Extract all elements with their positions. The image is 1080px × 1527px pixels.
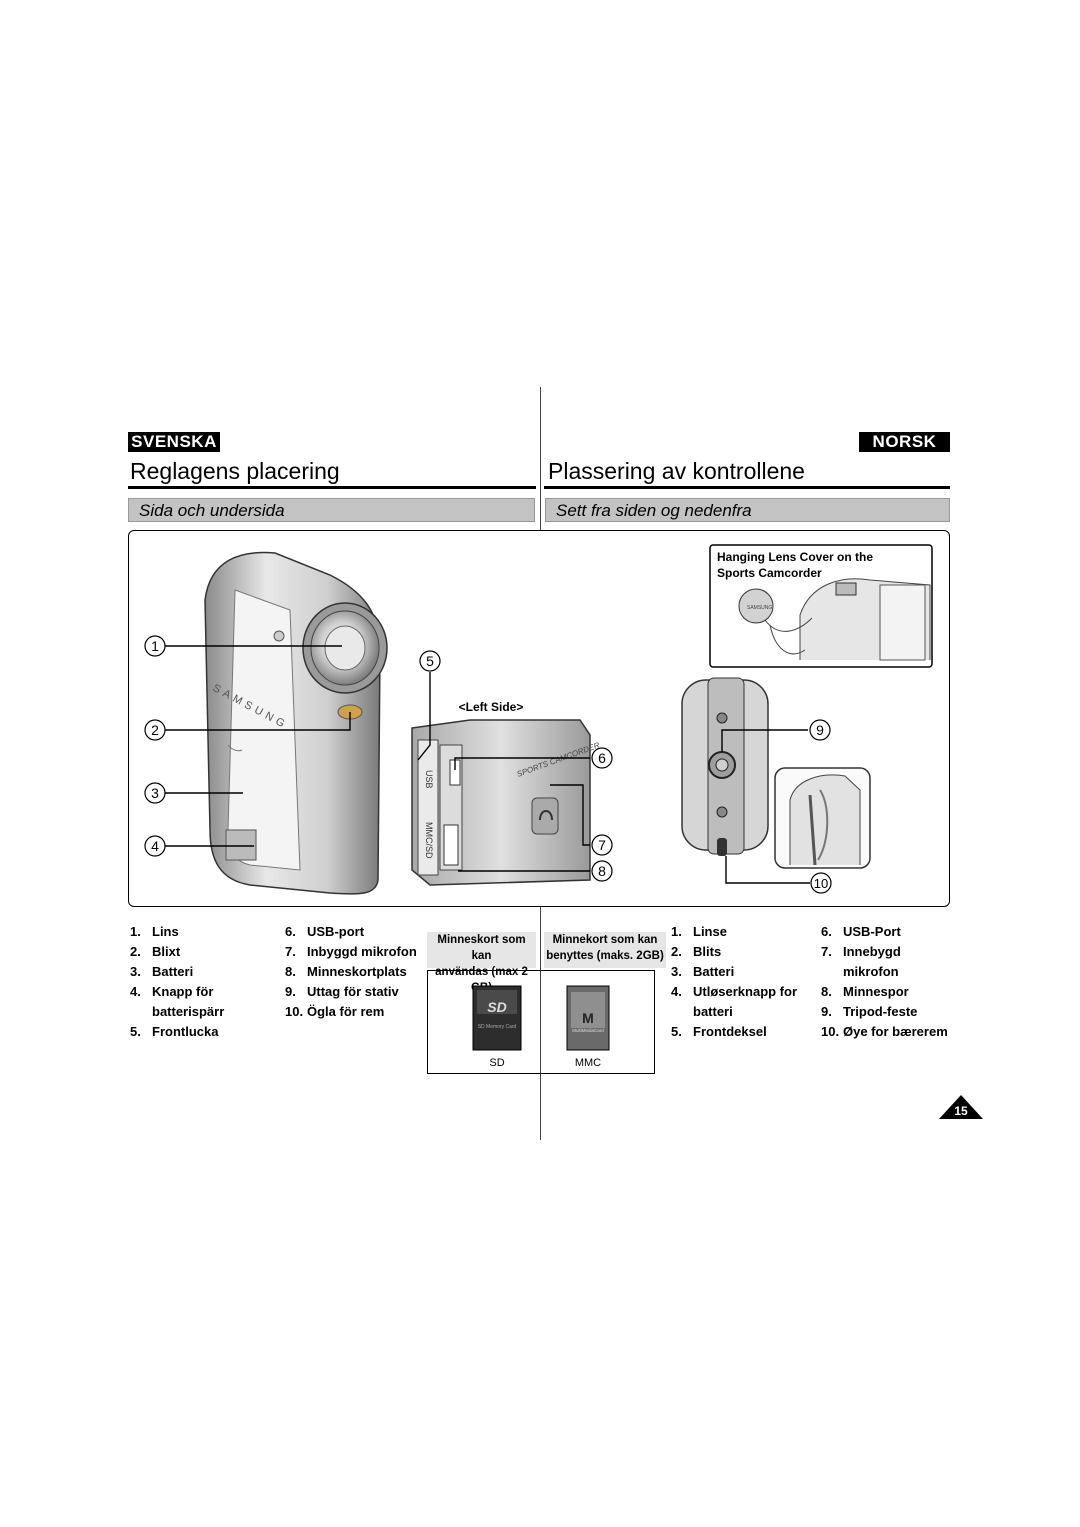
list-item: 9.Tripod-feste	[821, 1004, 918, 1019]
lens-cover-inset: SAMSUNG	[709, 544, 933, 668]
card-label-svenska: Minneskort som kan användas (max 2 GB)	[427, 932, 536, 994]
camcorder-bottom-view	[681, 677, 769, 856]
inset-caption-line1: Hanging Lens Cover on the	[717, 550, 873, 564]
section-subtitle-norsk: Sett fra siden og nedenfra	[545, 498, 950, 522]
list-item: 8.Minnespor	[821, 984, 909, 999]
list-item: mikrofon	[843, 964, 899, 979]
list-item: 2.Blits	[671, 944, 722, 959]
page-title-norsk: Plassering av kontrollene	[548, 458, 805, 484]
svg-text:SD Memory Card: SD Memory Card	[478, 1024, 517, 1030]
list-item: 1.Linse	[671, 924, 727, 939]
callout-10: 10	[814, 876, 828, 891]
camcorder-left-side-view: USB MMC/SD SPORTS CAMCORDER	[411, 719, 601, 886]
title-rule-left	[128, 486, 536, 489]
memory-card-box	[427, 970, 655, 1074]
callout-6: 6	[598, 750, 606, 766]
list-item: 7.Inbyggd mikrofon	[285, 944, 417, 959]
list-item: 7.Innebygd	[821, 944, 901, 959]
list-item: 1.Lins	[130, 924, 179, 939]
list-item: 3.Batteri	[671, 964, 735, 979]
sd-label: SD	[489, 1057, 504, 1069]
list-item: 10.Øye for bærerem	[821, 1024, 948, 1039]
callout-9: 9	[816, 722, 824, 738]
page-number-badge: 15	[939, 1095, 983, 1119]
parts-list-svenska-1: 1.Lins 2.Blixt 3.Batteri 4.Knapp för bat…	[130, 922, 270, 1042]
svg-text:SAMSUNG: SAMSUNG	[747, 605, 772, 611]
list-item: 6.USB-port	[285, 924, 365, 939]
callout-2: 2	[151, 722, 159, 738]
callout-leaders	[165, 645, 810, 884]
page-title-svenska: Reglagens placering	[130, 458, 340, 484]
list-item: 8.Minneskortplats	[285, 964, 407, 979]
svg-text:USB: USB	[424, 770, 434, 789]
memory-card-images: SD SD Memory Card M MultiMediaCard SD MM…	[472, 985, 610, 1069]
strap-detail-view	[774, 767, 871, 869]
list-item: 6.USB-Port	[821, 924, 901, 939]
callout-4: 4	[151, 838, 159, 854]
center-divider-top	[540, 387, 541, 530]
svg-text:M: M	[582, 1010, 594, 1026]
callout-7: 7	[598, 837, 606, 853]
list-item: 3.Batteri	[130, 964, 194, 979]
left-side-label: <Left Side>	[459, 700, 524, 714]
svg-text:SD: SD	[487, 999, 506, 1015]
list-item: 10.Ögla för rem	[285, 1004, 385, 1019]
list-item: batterispärr	[152, 1004, 225, 1019]
svg-text:MMC/SD: MMC/SD	[424, 822, 434, 859]
list-item: 5.Frontdeksel	[671, 1024, 767, 1039]
callout-3: 3	[151, 785, 159, 801]
title-rule-right	[544, 486, 950, 489]
list-item: 9.Uttag för stativ	[285, 984, 399, 999]
list-item: 2.Blixt	[130, 944, 181, 959]
callout-numbers: 1 2 3 4 5 6 7 8 9 10	[151, 638, 828, 891]
card-label-norsk: Minnekort som kan benyttes (maks. 2GB)	[544, 932, 666, 968]
page-number: 15	[954, 1104, 968, 1118]
callout-circles	[144, 635, 832, 894]
figure-frame	[128, 530, 950, 907]
callout-1: 1	[151, 638, 159, 654]
language-badge-norsk: NORSK	[859, 432, 950, 452]
parts-list-norsk-1: 1.Linse 2.Blits 3.Batteri 4.Utløserknapp…	[671, 922, 816, 1042]
list-item: batteri	[693, 1004, 733, 1019]
parts-list-svenska-2: 6.USB-port 7.Inbyggd mikrofon 8.Minnesko…	[285, 922, 425, 1022]
callout-8: 8	[598, 863, 606, 879]
language-badge-svenska: SVENSKA	[128, 432, 220, 452]
section-subtitle-svenska: Sida och undersida	[128, 498, 535, 522]
center-divider-bottom	[540, 907, 541, 1140]
mmc-card-icon: M MultiMediaCard	[566, 985, 610, 1051]
parts-list-norsk-2: 6.USB-Port 7.Innebygd mikrofon 8.Minnesp…	[821, 922, 951, 1042]
svg-text:MultiMediaCard: MultiMediaCard	[572, 1028, 604, 1033]
list-item: 5.Frontlucka	[130, 1024, 219, 1039]
camcorder-front-view: SAMSUNG	[204, 551, 388, 895]
mmc-label: MMC	[575, 1057, 601, 1069]
sd-card-icon: SD SD Memory Card	[472, 985, 522, 1051]
list-item: 4.Utløserknapp for	[671, 984, 798, 999]
list-item: 4.Knapp för	[130, 984, 214, 999]
inset-caption-line2: Sports Camcorder	[717, 566, 822, 580]
callout-5: 5	[426, 653, 434, 669]
